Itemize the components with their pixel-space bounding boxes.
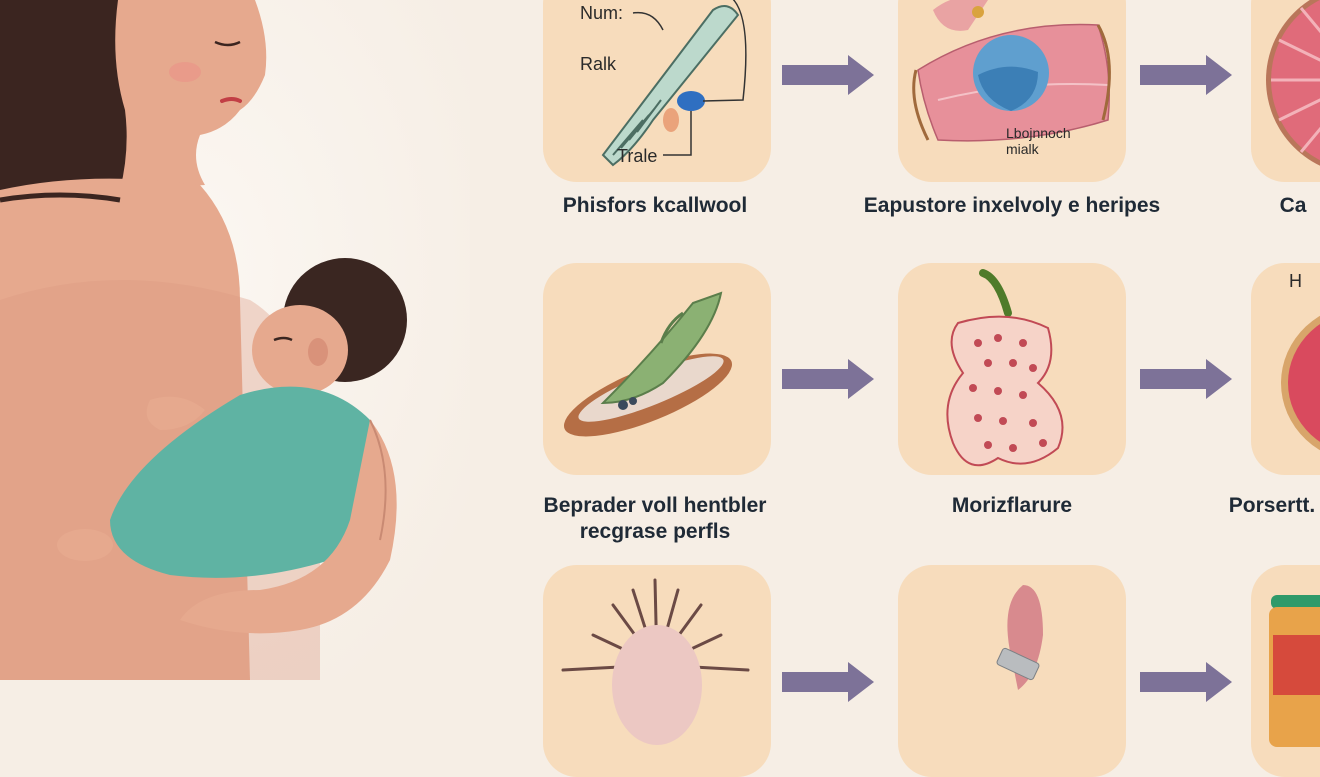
flow-tile-2-1 bbox=[543, 263, 771, 475]
radial-cross-section-icon bbox=[1266, 0, 1320, 166]
right-arrow-icon bbox=[1138, 357, 1234, 401]
mother-infant-illustration bbox=[0, 0, 470, 680]
flow-tile-2-2 bbox=[898, 263, 1126, 475]
spiky-cell-icon bbox=[561, 578, 750, 745]
right-arrow-icon bbox=[780, 357, 876, 401]
fruit-slice-icon bbox=[1281, 315, 1320, 451]
right-arrow-icon bbox=[780, 660, 876, 704]
flow-tile-3-1 bbox=[543, 565, 771, 777]
tile-label: Porsertt. ced bbox=[1228, 494, 1320, 517]
flow-tile-3-3 bbox=[1251, 565, 1320, 777]
tissue-cell-diagram-icon bbox=[912, 0, 1111, 142]
tile-annotation: Ralk bbox=[580, 54, 617, 74]
flow-tile-1-3 bbox=[1251, 0, 1320, 182]
tile-annotation: H bbox=[1289, 271, 1302, 291]
spotted-pepper-icon bbox=[946, 269, 1064, 467]
tile-label: Ca bbox=[1279, 194, 1307, 217]
right-arrow-icon bbox=[780, 53, 876, 97]
tile-label: Phisfors kcallwool bbox=[562, 194, 748, 217]
tile-annotation: Num: bbox=[580, 3, 624, 23]
flow-tile-3-2 bbox=[898, 565, 1126, 777]
tooth-comb-diagram-icon bbox=[601, 0, 747, 167]
tile-annotation: Trale bbox=[617, 146, 658, 166]
tile-label: Morizflarure bbox=[951, 494, 1073, 517]
leaf-on-dish-icon bbox=[563, 291, 733, 437]
flow-tile-2-3: H bbox=[1251, 263, 1320, 475]
mother-infant-figure-icon bbox=[0, 0, 470, 680]
tile-label: Eapustore inxelvoly e heripes bbox=[863, 194, 1161, 217]
right-arrow-icon bbox=[1138, 53, 1234, 97]
flow-tile-1-2: Suhi Lbojnnoch mialk bbox=[898, 0, 1126, 182]
jar-icon bbox=[1269, 595, 1320, 747]
flow-tile-1-1: Num: Ralk Trale bbox=[543, 0, 771, 182]
right-arrow-icon bbox=[1138, 660, 1234, 704]
tile-annotation: Lbojnnoch mialk bbox=[1006, 125, 1071, 157]
tile-label: Beprader voll hentbler recgrase perfls bbox=[543, 494, 767, 543]
banded-pod-icon bbox=[996, 585, 1043, 690]
